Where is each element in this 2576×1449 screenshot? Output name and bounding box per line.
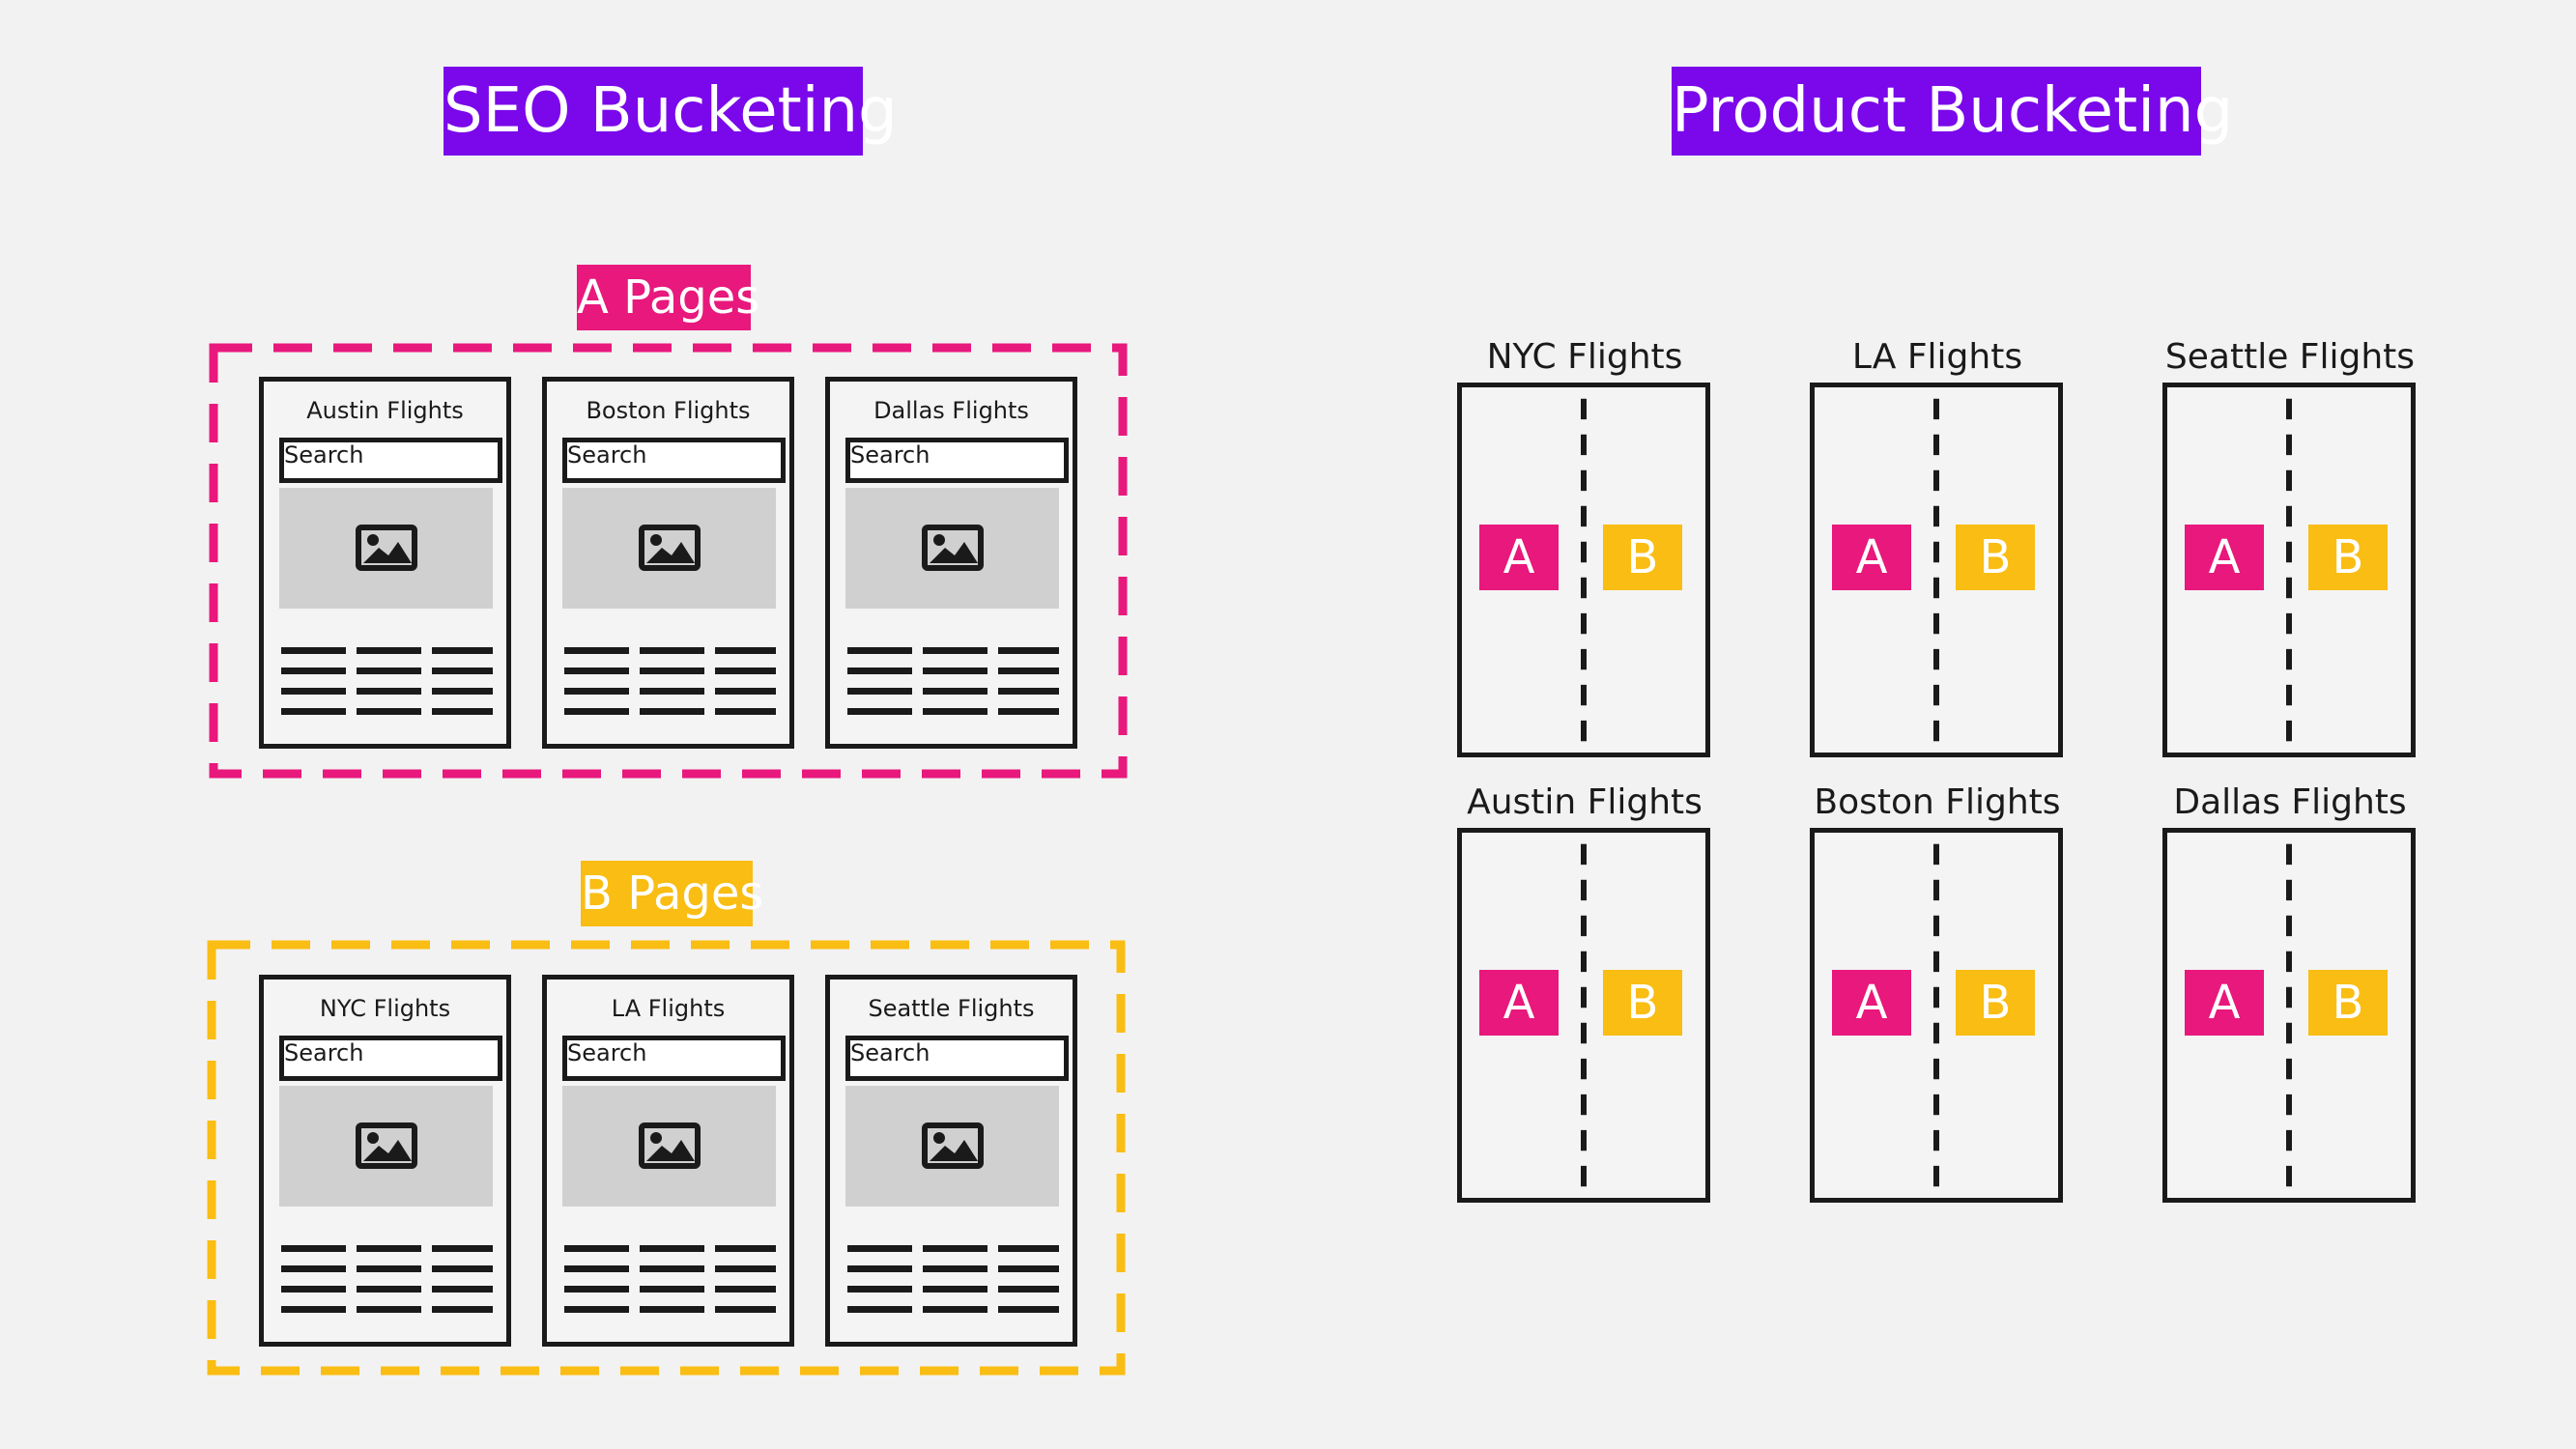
page-card-seattle: Seattle Flights Search: [825, 975, 1077, 1347]
text-lines: [281, 647, 493, 717]
search-input[interactable]: Search: [845, 438, 1069, 483]
image-icon: [639, 1122, 701, 1169]
variant-b-badge: B: [1956, 525, 2035, 590]
page-card-la: LA Flights Search: [542, 975, 794, 1347]
page-card-nyc: NYC Flights Search: [259, 975, 511, 1347]
image-icon: [922, 1122, 984, 1169]
image-placeholder: [845, 1086, 1059, 1207]
product-page-la: A B: [1810, 383, 2063, 757]
variant-a-badge: A: [1479, 525, 1559, 590]
image-icon: [356, 525, 417, 571]
variant-b-badge: B: [2308, 525, 2388, 590]
variant-a-badge: A: [1832, 970, 1911, 1036]
product-page-title: Boston Flights: [1814, 782, 2061, 822]
image-placeholder: [562, 1086, 776, 1207]
image-placeholder: [279, 1086, 493, 1207]
variant-a-badge: A: [1479, 970, 1559, 1036]
product-page-nyc: A B: [1457, 383, 1710, 757]
a-pages-label: A Pages: [577, 265, 759, 330]
text-lines: [564, 1245, 776, 1315]
product-page-title: NYC Flights: [1486, 337, 1683, 377]
page-card-boston: Boston Flights Search: [542, 377, 794, 749]
text-lines: [847, 1245, 1059, 1315]
image-placeholder: [279, 488, 493, 609]
product-bucketing-title: Product Bucketing: [1672, 67, 2233, 156]
split-divider: [1933, 387, 1939, 753]
variant-a-badge: A: [2185, 970, 2264, 1036]
variant-b-badge: B: [1603, 970, 1682, 1036]
image-placeholder: [845, 488, 1059, 609]
product-page-dallas: A B: [2162, 828, 2416, 1203]
search-input[interactable]: Search: [279, 1036, 502, 1081]
image-icon: [356, 1122, 417, 1169]
variant-a-badge: A: [1832, 525, 1911, 590]
product-page-title: Seattle Flights: [2164, 337, 2416, 377]
page-card-dallas: Dallas Flights Search: [825, 377, 1077, 749]
product-page-title: LA Flights: [1851, 337, 2023, 377]
image-icon: [922, 525, 984, 571]
image-placeholder: [562, 488, 776, 609]
variant-a-badge: A: [2185, 525, 2264, 590]
split-divider: [1581, 387, 1587, 753]
page-card-title: Boston Flights: [586, 397, 751, 424]
page-card-title: Seattle Flights: [868, 995, 1035, 1022]
a-pages-dashed-frame: [209, 343, 1128, 779]
product-page-title: Austin Flights: [1467, 782, 1703, 822]
seo-bucketing-title: SEO Bucketing: [444, 67, 898, 156]
b-pages-dashed-frame: [207, 940, 1126, 1376]
variant-b-badge: B: [2308, 970, 2388, 1036]
b-pages-label: B Pages: [581, 861, 763, 926]
product-page-title: Dallas Flights: [2173, 782, 2407, 822]
split-divider: [2286, 833, 2292, 1198]
split-divider: [1581, 833, 1587, 1198]
split-divider: [1933, 833, 1939, 1198]
text-lines: [847, 647, 1059, 717]
image-icon: [639, 525, 701, 571]
search-input[interactable]: Search: [562, 438, 786, 483]
page-card-title: NYC Flights: [319, 995, 451, 1022]
page-card-austin: Austin Flights Search: [259, 377, 511, 749]
search-input[interactable]: Search: [279, 438, 502, 483]
text-lines: [564, 647, 776, 717]
page-card-title: LA Flights: [611, 995, 726, 1022]
variant-b-badge: B: [1956, 970, 2035, 1036]
variant-b-badge: B: [1603, 525, 1682, 590]
search-input[interactable]: Search: [562, 1036, 786, 1081]
product-page-boston: A B: [1810, 828, 2063, 1203]
text-lines: [281, 1245, 493, 1315]
page-card-title: Austin Flights: [306, 397, 464, 424]
split-divider: [2286, 387, 2292, 753]
search-input[interactable]: Search: [845, 1036, 1069, 1081]
product-page-austin: A B: [1457, 828, 1710, 1203]
product-page-seattle: A B: [2162, 383, 2416, 757]
page-card-title: Dallas Flights: [873, 397, 1029, 424]
